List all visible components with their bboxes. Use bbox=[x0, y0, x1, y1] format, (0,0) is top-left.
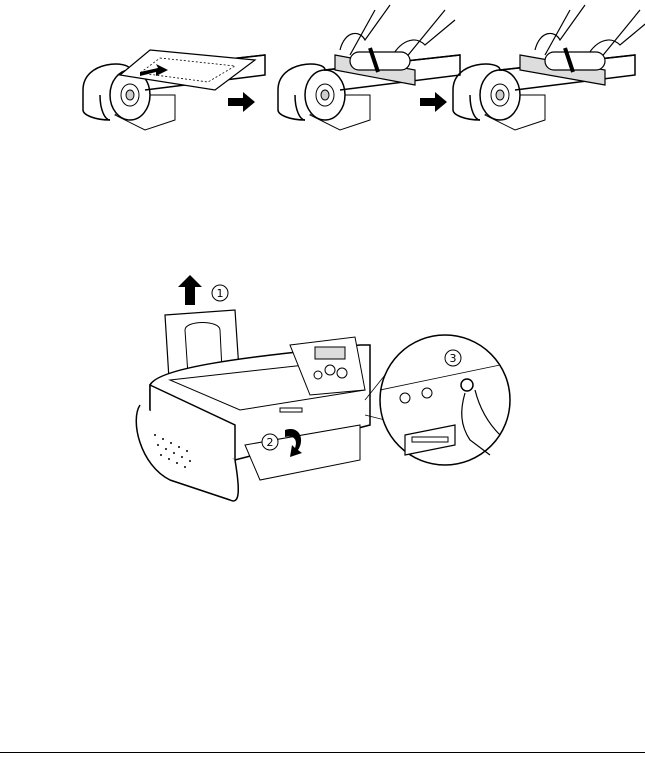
callout-2-label: 2 bbox=[267, 436, 274, 449]
callout-2: 2 bbox=[262, 434, 278, 450]
power-button-zoom bbox=[380, 335, 510, 465]
paper-support-arrow-icon bbox=[178, 275, 202, 305]
callout-3: 3 bbox=[445, 350, 461, 366]
step-1-insert-sheet bbox=[83, 50, 265, 130]
step-3-roll-sheet-reverse bbox=[453, 5, 645, 130]
callout-1: 1 bbox=[212, 285, 228, 301]
arrow-right-icon bbox=[228, 92, 255, 112]
footer-divider bbox=[0, 752, 645, 753]
roll-paper-flatten-illustration bbox=[0, 0, 645, 150]
arrow-right-icon bbox=[420, 92, 447, 112]
callout-1-label: 1 bbox=[217, 287, 224, 300]
callout-3-label: 3 bbox=[450, 352, 457, 365]
step-2-roll-sheet bbox=[278, 5, 460, 130]
printer-power-on-illustration: 1 2 bbox=[130, 275, 520, 510]
